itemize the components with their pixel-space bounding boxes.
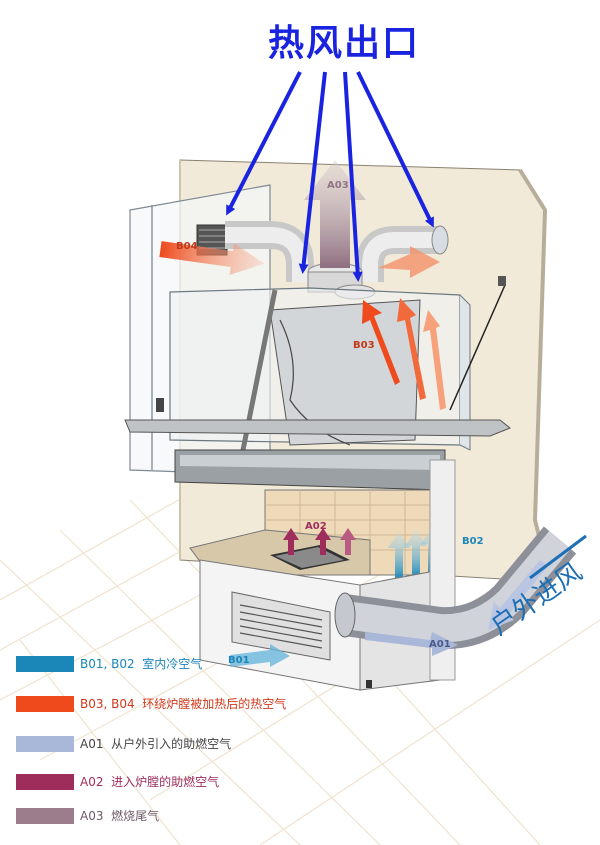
cold-air-arrow-b01 [230, 644, 290, 667]
firebox [189, 489, 436, 576]
legend-swatch [16, 736, 74, 752]
label-a01: A01 [429, 639, 451, 650]
legend-item: A01 从户外引入的助燃空气 [12, 732, 372, 756]
pointer-to-right-outlet [356, 71, 434, 228]
label-a02: A02 [305, 521, 327, 532]
legend-item: B03, B04 环绕炉膛被加热后的热空气 [12, 692, 372, 716]
hot-air-outlet-pointers [226, 71, 434, 282]
outdoor-indicator-line [529, 534, 587, 580]
hot-air-arrows-b03 [362, 298, 446, 410]
legend-item: A03 燃烧尾气 [12, 804, 372, 828]
legend-item: B01, B02 室内冷空气 [12, 652, 372, 676]
legend-swatch [16, 656, 74, 672]
legend-text: A03 燃烧尾气 [80, 809, 160, 823]
canopy-shelf [124, 419, 511, 491]
pointer-to-center-pipe [343, 71, 363, 282]
legend-item: A02 进入炉膛的助燃空气 [12, 770, 372, 794]
label-b03: B03 [353, 340, 375, 351]
legend-swatch [16, 808, 74, 824]
hot-air-arrow-b04 [159, 241, 265, 275]
combustion-air-arrows-a02 [283, 528, 356, 555]
legend-text: B03, B04 环绕炉膛被加热后的热空气 [80, 697, 287, 711]
legend-swatch [16, 774, 74, 790]
hot-air-ducts [225, 221, 449, 300]
legend-text: A02 进入炉膛的助燃空气 [80, 775, 220, 789]
label-b01: B01 [228, 655, 250, 666]
label-a03: A03 [327, 180, 349, 191]
legend-swatch [16, 696, 74, 712]
legend-text: B01, B02 室内冷空气 [80, 657, 203, 671]
fireplace-hood [169, 287, 471, 451]
pointer-to-left-outlet [226, 71, 302, 216]
legend-text: A01 从户外引入的助燃空气 [80, 737, 232, 751]
hot-air-outlet-title: 热风出口 [268, 23, 421, 64]
hot-air-arrow-right [378, 246, 440, 278]
label-b04: B04 [176, 241, 198, 252]
label-b02: B02 [462, 536, 484, 547]
pointer-to-left-pipe [298, 71, 327, 274]
